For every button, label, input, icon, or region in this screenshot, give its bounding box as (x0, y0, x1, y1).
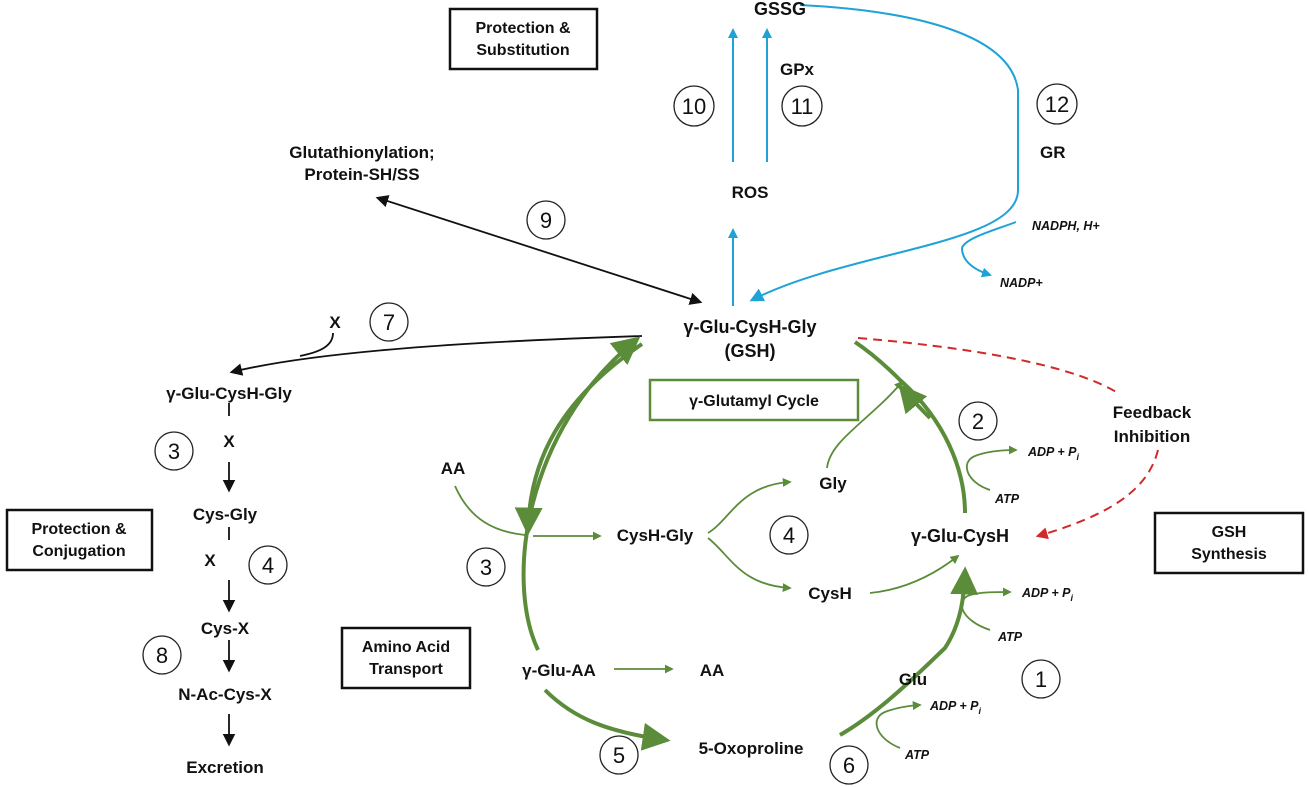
svg-text:7: 7 (383, 310, 395, 335)
protection-substitution-line1: Protection & (475, 20, 571, 37)
ros-label: ROS (732, 183, 769, 202)
arrow-aa-in (454, 485, 526, 536)
amino-acid-transport-box: Amino Acid Transport (340, 626, 472, 690)
arrow-gssg-to-gsh-gr (749, 4, 1019, 302)
step-3-cycle: 3 (466, 547, 506, 587)
protection-conjugation-line1: Protection & (31, 521, 127, 538)
svg-text:12: 12 (1045, 92, 1069, 117)
excretion-label: Excretion (186, 758, 263, 777)
nac-label: N-Ac-Cys-X (178, 685, 272, 704)
arrow-gly-to-gsh (826, 380, 904, 469)
svg-text:5: 5 (613, 743, 625, 768)
arrow-glu-aa-to-oxoproline (543, 688, 671, 751)
step-7: 7 (369, 302, 409, 342)
atp-1-label: ATP (997, 630, 1023, 644)
step-6: 6 (829, 745, 869, 785)
feedback-line-lower (1035, 449, 1159, 540)
step-2: 2 (958, 401, 998, 441)
svg-text:8: 8 (156, 643, 168, 668)
svg-text:4: 4 (262, 553, 274, 578)
svg-text:10: 10 (682, 94, 706, 119)
aa-in-label: AA (441, 459, 466, 478)
arrow-glu-aa-to-gsh (521, 336, 641, 651)
gsh-line1: γ-Glu-CysH-Gly (683, 317, 816, 337)
step-5: 5 (599, 735, 639, 775)
glutathionylation-line1: Glutathionylation; (289, 143, 434, 162)
step-1: 1 (1021, 659, 1061, 699)
cys-gly-label: Cys-Gly (193, 505, 258, 524)
svg-text:3: 3 (168, 439, 180, 464)
glutathionylation-line2: Protein-SH/SS (304, 165, 419, 184)
arrow-cysh-gly-to-cysh (707, 537, 792, 593)
svg-text:3: 3 (480, 555, 492, 580)
gsh-synthesis-box: GSH Synthesis (1153, 511, 1305, 575)
oxoproline-label: 5-Oxoproline (699, 739, 804, 758)
glu-label: Glu (899, 670, 927, 689)
gr-label: GR (1040, 143, 1066, 162)
svg-text:1: 1 (1035, 667, 1047, 692)
glu-cysh-label: γ-Glu-CysH (911, 526, 1009, 546)
x-top-label: X (329, 313, 341, 332)
x-1-label: X (223, 432, 235, 451)
step-4-cycle: 4 (769, 515, 809, 555)
feedback-line-upper (857, 337, 1119, 394)
step-9: 9 (526, 200, 566, 240)
cys-x-label: Cys-X (201, 619, 250, 638)
gsh-synthesis-line2: Synthesis (1191, 546, 1267, 563)
gsh-synthesis-line1: GSH (1212, 524, 1247, 541)
step-12: 12 (1036, 83, 1078, 125)
svg-text:4: 4 (783, 523, 795, 548)
step-10: 10 (673, 85, 715, 127)
glu-aa-label: γ-Glu-AA (522, 661, 596, 680)
svg-text:11: 11 (791, 94, 814, 119)
step-11: 11 (781, 85, 823, 127)
amino-acid-transport-line1: Amino Acid (362, 639, 450, 656)
left-gsh-label: γ-Glu-CysH-Gly (166, 384, 292, 403)
protection-conjugation-box: Protection & Conjugation (5, 508, 154, 572)
arrow-glu-cysh-to-gsh (853, 340, 967, 514)
feedback-line1: Feedback (1113, 403, 1192, 422)
svg-text:6: 6 (843, 753, 855, 778)
nadp-label: NADP+ (1000, 276, 1043, 290)
nadph-label: NADPH, H+ (1032, 219, 1100, 233)
arrow-head-gsh-synthesis (898, 383, 932, 420)
step-4-left: 4 (248, 545, 288, 585)
step-3-left: 3 (154, 431, 194, 471)
arrow-glutathionylation (375, 195, 703, 305)
adp-3-label: ADP + Pi (929, 699, 982, 716)
arrow-atp-adp-2 (965, 445, 1018, 491)
arrow-gsh-to-conjugate (229, 335, 643, 376)
gssg-label: GSSG (754, 0, 806, 19)
protection-substitution-line2: Substitution (476, 42, 569, 59)
arrow-cysh-to-glu-cysh (869, 554, 960, 594)
gly-label: Gly (819, 474, 847, 493)
amino-acid-transport-line2: Transport (369, 661, 443, 678)
svg-text:2: 2 (972, 409, 984, 434)
protection-substitution-box: Protection & Substitution (448, 7, 599, 71)
svg-text:9: 9 (540, 208, 552, 233)
adp-2-label: ADP + Pi (1027, 445, 1080, 462)
cysh-label: CysH (808, 584, 851, 603)
feedback-line2: Inhibition (1114, 427, 1190, 446)
gpx-label: GPx (780, 60, 815, 79)
arrow-atp-adp-1 (960, 587, 1012, 631)
aa-out-label: AA (700, 661, 725, 680)
arrow-cysh-gly-to-gly (707, 477, 792, 534)
atp-2-label: ATP (994, 492, 1020, 506)
atp-3-label: ATP (904, 748, 930, 762)
gsh-line2: (GSH) (725, 341, 776, 361)
arrow-x-join (299, 332, 334, 357)
arrow-nadph-to-nadp (960, 221, 1017, 278)
protection-conjugation-line2: Conjugation (32, 543, 125, 560)
glutamyl-cycle-box: γ-Glutamyl Cycle (648, 378, 860, 422)
arrow-atp-adp-3 (875, 700, 922, 749)
arrow-gsh-to-cycle-left (514, 342, 644, 536)
x-2-label: X (204, 551, 216, 570)
step-8: 8 (142, 635, 182, 675)
cysh-gly-label: CysH-Gly (617, 526, 694, 545)
adp-1-label: ADP + Pi (1021, 586, 1074, 603)
glutamyl-cycle-label: γ-Glutamyl Cycle (689, 393, 819, 410)
